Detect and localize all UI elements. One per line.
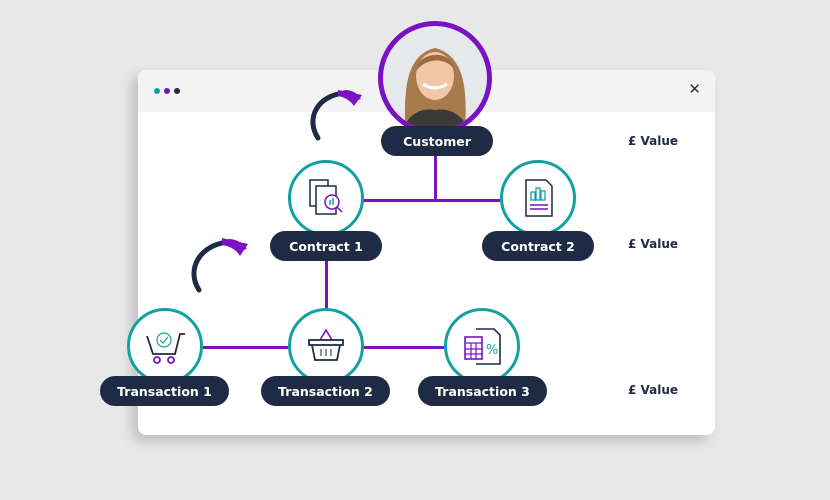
contract1-node-label[interactable]: Contract 1 [270, 231, 382, 261]
transaction1-node-label[interactable]: Transaction 1 [100, 376, 229, 406]
transaction3-circle[interactable]: % [444, 308, 520, 384]
transaction3-node-label[interactable]: Transaction 3 [418, 376, 547, 406]
customer-value-label: £ Value [628, 134, 679, 148]
close-icon[interactable]: ✕ [688, 80, 701, 98]
connector-line [325, 261, 328, 311]
contract2-node-label[interactable]: Contract 2 [482, 231, 594, 261]
contract2-circle[interactable] [500, 160, 576, 236]
person-photo-icon [403, 48, 469, 130]
contract1-circle[interactable] [288, 160, 364, 236]
window-dot-navy [174, 88, 180, 94]
curved-arrow-head [222, 238, 248, 256]
window-dot-purple [164, 88, 170, 94]
report-chart-icon [525, 179, 553, 217]
transaction2-circle[interactable] [288, 308, 364, 384]
transaction2-node-label[interactable]: Transaction 2 [261, 376, 390, 406]
basket-icon [308, 328, 344, 361]
customer-node-label[interactable]: Customer [381, 126, 493, 156]
document-search-icon [309, 179, 343, 215]
shopping-cart-check-icon [146, 332, 185, 364]
transaction-value-label: £ Value [628, 383, 679, 397]
transaction1-circle[interactable] [127, 308, 203, 384]
contract-value-label: £ Value [628, 237, 679, 251]
calculator-percent-icon: % [464, 328, 501, 365]
curved-arrow-icon [191, 239, 231, 293]
window-dot-teal [154, 88, 160, 94]
connector-line [434, 156, 437, 201]
connector-line [363, 199, 503, 202]
svg-text:%: % [486, 343, 498, 358]
curved-arrow-icon [310, 90, 348, 141]
customer-avatar [378, 21, 492, 135]
